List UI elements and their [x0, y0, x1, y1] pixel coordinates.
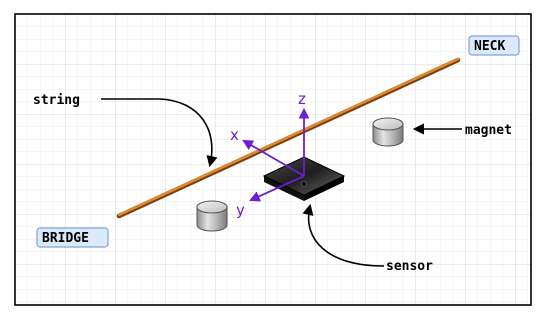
sensor-callout-arrow: [302, 203, 385, 267]
sensor-label: sensor: [386, 259, 433, 274]
y-axis-label: y: [236, 201, 245, 219]
background-grid: [15, 14, 531, 305]
z-axis-label: z: [298, 90, 306, 108]
guitar-string: [116, 57, 461, 219]
magnet-bottom-icon: [196, 200, 228, 232]
coordinate-axes: z x y: [230, 90, 310, 219]
string-label: string: [33, 93, 80, 108]
x-axis-label: x: [230, 126, 239, 144]
bridge-label: BRIDGE: [42, 231, 89, 246]
magnet-label: magnet: [465, 123, 512, 138]
magnet-top-icon: [372, 117, 404, 147]
neck-label: NECK: [474, 39, 505, 54]
string-callout-arrow: [101, 98, 218, 168]
neck-tag: NECK: [468, 35, 520, 56]
diagram-frame: [14, 13, 532, 306]
bridge-tag: BRIDGE: [36, 227, 109, 248]
y-axis-arrow: [249, 175, 305, 202]
x-axis-arrow: [242, 139, 305, 177]
